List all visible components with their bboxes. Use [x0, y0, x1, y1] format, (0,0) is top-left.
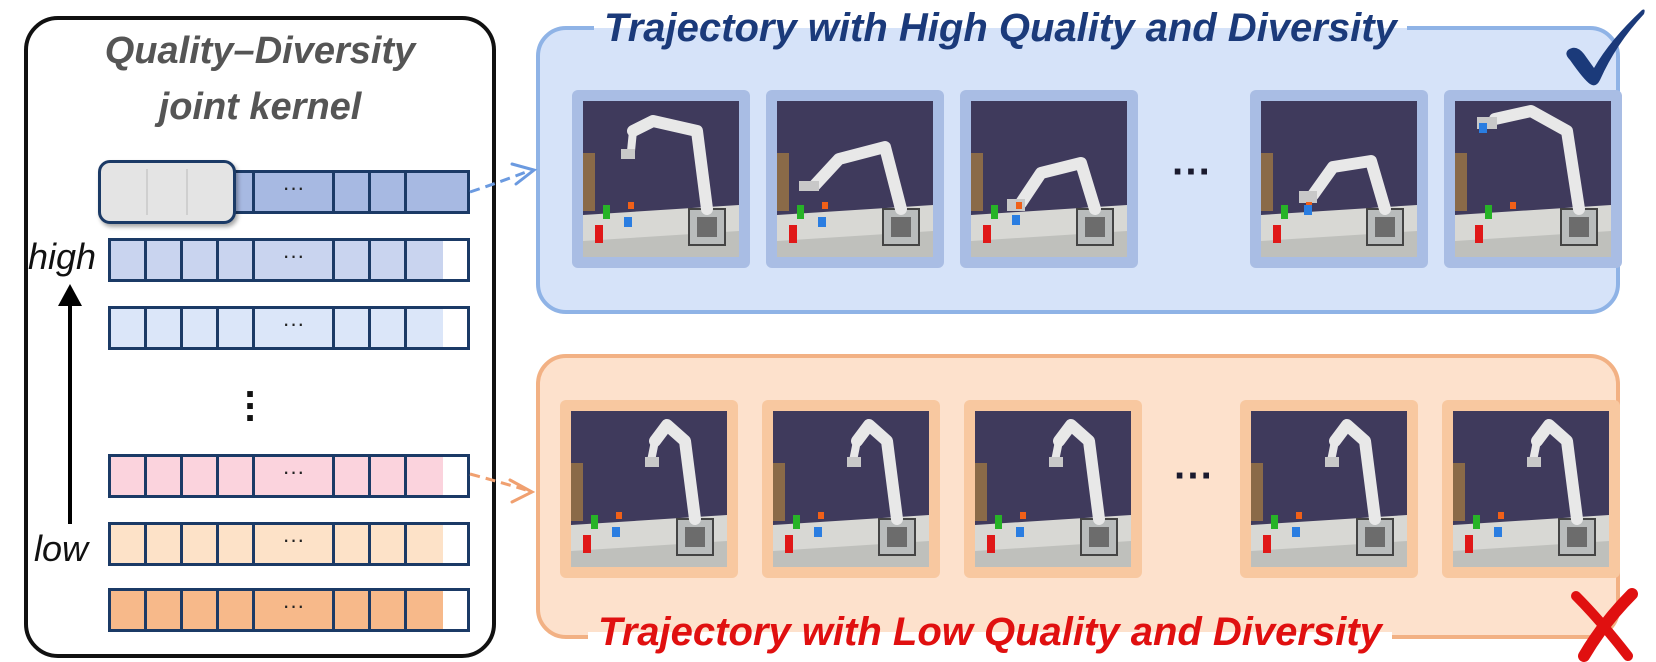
kernel-cell [183, 525, 219, 563]
kernel-cell [371, 173, 407, 211]
kernel-cell [407, 591, 443, 629]
kernel-cell [407, 525, 443, 563]
checkmark-icon [1566, 9, 1645, 86]
kernel-cell [371, 525, 407, 563]
kernel-cell [335, 173, 371, 211]
trajectory-frame [960, 90, 1138, 268]
kernel-cell [219, 591, 255, 629]
trajectory-frame [1442, 400, 1620, 578]
kernel-cell [335, 525, 371, 563]
high-label: high [28, 236, 97, 278]
kernel-cell [335, 457, 371, 495]
kernel-cell-ellipsis: ··· [255, 457, 335, 495]
kernel-cell [183, 591, 219, 629]
kernel-cell [147, 241, 183, 279]
kernel-cell [335, 591, 371, 629]
kernel-row-5: ··· [108, 522, 470, 566]
kernel-cell [407, 173, 443, 211]
kernel-cell [219, 241, 255, 279]
kernel-cell-ellipsis: ··· [255, 525, 335, 563]
trajectory-frame [560, 400, 738, 578]
kernel-cell [219, 525, 255, 563]
kernel-cell [407, 309, 443, 347]
robot-arm-image [1261, 101, 1417, 257]
kernel-cell [147, 591, 183, 629]
kernel-cell [183, 309, 219, 347]
low-frames-ellipsis: ··· [1174, 454, 1214, 498]
robot-arm-image [583, 101, 739, 257]
high-frames-ellipsis: ··· [1172, 150, 1212, 194]
selection-window [98, 160, 236, 224]
kernel-row-3: ··· [108, 306, 470, 350]
kernel-cell [147, 457, 183, 495]
kernel-row-4: ··· [108, 454, 470, 498]
robot-arm-image [1251, 411, 1407, 567]
kernel-cell-ellipsis: ··· [255, 241, 335, 279]
trajectory-frame [964, 400, 1142, 578]
robot-arm-image [975, 411, 1131, 567]
trajectory-frame [1240, 400, 1418, 578]
kernel-cell [407, 241, 443, 279]
kernel-row-6: ··· [108, 588, 470, 632]
kernel-cell-ellipsis: ··· [255, 591, 335, 629]
kernel-cell [371, 241, 407, 279]
kernel-cell [371, 457, 407, 495]
kernel-cell [183, 457, 219, 495]
kernel-cell [335, 309, 371, 347]
up-arrow-icon [58, 284, 82, 524]
kernel-cell-ellipsis: ··· [255, 173, 335, 211]
robot-arm-image [773, 411, 929, 567]
kernel-cell-ellipsis: ··· [255, 309, 335, 347]
cross-icon [1571, 588, 1638, 662]
kernel-cell [111, 241, 147, 279]
kernel-cell [335, 241, 371, 279]
kernel-cell [219, 309, 255, 347]
low-panel-title: Trajectory with Low Quality and Diversit… [588, 608, 1392, 656]
kernel-title-line2: joint kernel [158, 86, 362, 128]
kernel-cell [111, 525, 147, 563]
kernel-cell [111, 309, 147, 347]
kernel-cell [407, 457, 443, 495]
trajectory-frame [1250, 90, 1428, 268]
robot-arm-image [1455, 101, 1611, 257]
kernel-cell [147, 525, 183, 563]
kernel-title-line1: Quality–Diversity [104, 30, 416, 72]
kernel-cell [371, 309, 407, 347]
trajectory-frame [1444, 90, 1622, 268]
kernel-cell [111, 457, 147, 495]
kernel-cell [183, 241, 219, 279]
trajectory-frame [766, 90, 944, 268]
robot-arm-image [1453, 411, 1609, 567]
vertical-ellipsis: ... [244, 362, 256, 430]
kernel-cell [111, 591, 147, 629]
kernel-row-2: ··· [108, 238, 470, 282]
kernel-cell [219, 457, 255, 495]
kernel-cell [371, 591, 407, 629]
robot-arm-image [571, 411, 727, 567]
dashed-arrow-low-icon [469, 472, 536, 504]
dashed-arrow-high-icon [469, 162, 538, 194]
high-panel-title: Trajectory with High Quality and Diversi… [594, 4, 1407, 52]
robot-arm-image [971, 101, 1127, 257]
kernel-cell [147, 309, 183, 347]
robot-arm-image [777, 101, 933, 257]
trajectory-frame [572, 90, 750, 268]
trajectory-frame [762, 400, 940, 578]
low-label: low [34, 528, 89, 570]
